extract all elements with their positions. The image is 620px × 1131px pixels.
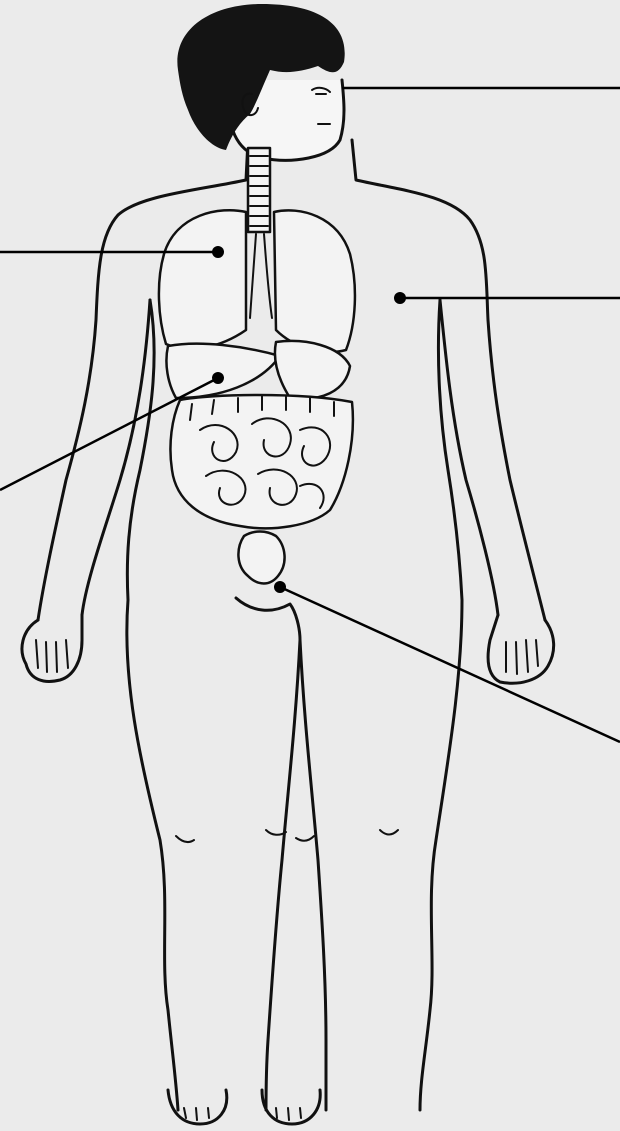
right-fingers: [506, 640, 538, 674]
pelvis-outline: [236, 598, 300, 640]
feet-outline: [168, 1090, 320, 1124]
knee-marks: [176, 830, 398, 842]
toes: [184, 1108, 301, 1120]
respiratory-system: [159, 148, 355, 352]
left-lung: [159, 210, 246, 349]
callout-dot-bladder: [274, 581, 286, 593]
left-hand: [22, 615, 82, 681]
callout-dot-lungs: [212, 246, 224, 258]
liver: [166, 344, 280, 398]
callout-dot-shoulder: [394, 292, 406, 304]
leader-bladder: [280, 587, 620, 742]
left-fingers: [36, 640, 68, 672]
bladder: [238, 532, 284, 584]
right-hand: [488, 615, 554, 683]
head: [177, 4, 344, 160]
right-lung: [274, 210, 355, 352]
callout-dot-stomach: [212, 372, 224, 384]
trachea: [248, 148, 270, 232]
bronchi: [250, 234, 272, 318]
digestive-system: [166, 341, 352, 584]
large-intestine: [170, 395, 352, 528]
